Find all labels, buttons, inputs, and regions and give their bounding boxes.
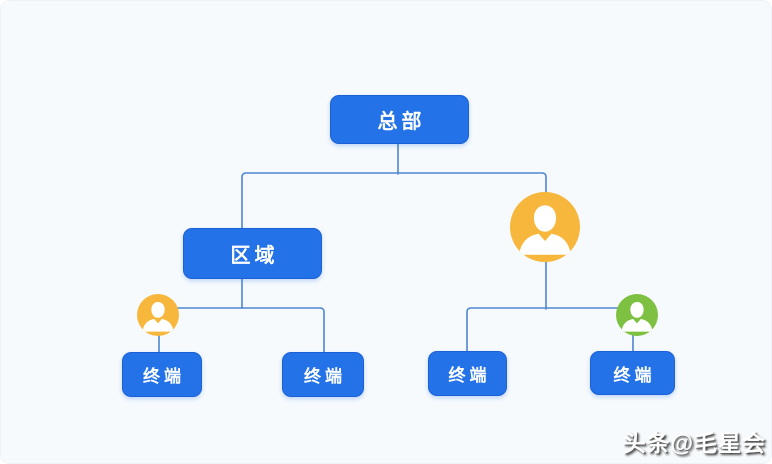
node-terminal-label: 终端	[448, 366, 491, 385]
node-terminal-label: 终端	[304, 367, 346, 386]
node-terminal-1: 终端	[122, 352, 202, 397]
node-region-label: 区域	[230, 245, 279, 267]
node-terminal-label: 终端	[613, 365, 656, 385]
node-terminal-3: 终端	[428, 351, 507, 396]
connector-right-branch	[466, 307, 634, 353]
person-icon-small-green	[616, 294, 658, 336]
connector-level1	[241, 172, 547, 310]
person-icon-small-orange	[137, 294, 179, 336]
node-headquarters: 总部	[330, 95, 469, 144]
node-terminal-4: 终端	[590, 351, 675, 395]
connector-left-branch	[158, 307, 325, 353]
node-headquarters-label: 总部	[377, 111, 426, 133]
node-terminal-2: 终端	[282, 352, 364, 397]
watermark: 头条@毛星会	[622, 430, 766, 456]
person-icon-large-orange	[510, 192, 580, 262]
node-terminal-label: 终端	[143, 367, 185, 386]
node-region: 区域	[183, 228, 322, 279]
